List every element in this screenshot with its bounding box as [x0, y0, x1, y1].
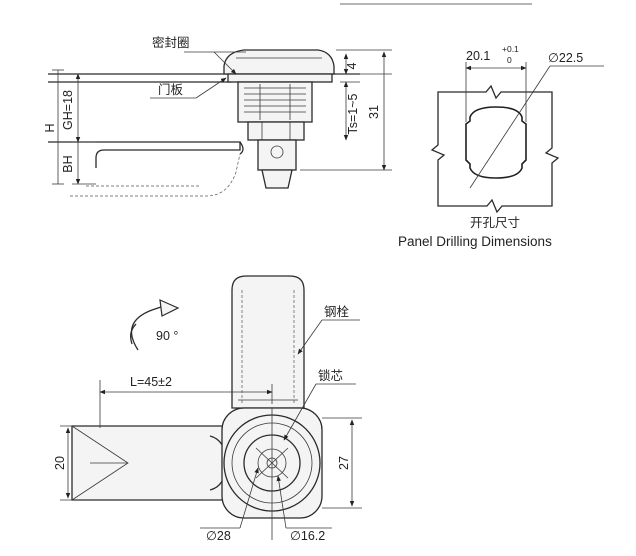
lock-head: [223, 49, 335, 75]
dim-h-label: H: [43, 123, 57, 132]
dim-d162-leader: [276, 475, 287, 529]
steel-bolt-leader: [297, 319, 323, 355]
rotation-label: 90 °: [156, 329, 178, 343]
cutout-hole: [465, 106, 527, 179]
dim-ts-label: Ts=1~5: [346, 93, 360, 134]
dim-l-label: L=45±2: [130, 375, 172, 389]
rotation-arc: [130, 305, 165, 351]
steel-bolt: [231, 275, 305, 409]
gasket-label: 密封圈: [152, 35, 190, 50]
steel-bolt-label: 钢栓: [324, 304, 350, 319]
dim-diameter-label: ∅22.5: [548, 51, 583, 65]
threaded-body: [237, 81, 313, 123]
caption-en: Panel Drilling Dimensions: [398, 234, 552, 249]
door-panel-label: 门板: [158, 82, 184, 97]
lock-core-leader: [283, 383, 317, 441]
cam-stem: [257, 139, 297, 171]
rotation-arrow-head: [159, 299, 180, 317]
dim-width-label: 20.1: [466, 49, 490, 63]
dim-27-label: 27: [337, 456, 351, 470]
door-panel-leader: [195, 77, 227, 99]
dim-gh-label: GH=18: [61, 90, 75, 130]
cam-arm: [48, 141, 241, 168]
tol-upper-label: +0.1: [502, 44, 519, 54]
nut: [247, 121, 305, 141]
gasket-leader: [213, 51, 237, 75]
dim-d28-leader: [239, 467, 259, 529]
panel-outline: [430, 84, 560, 214]
lock-pin-tip: [261, 169, 293, 189]
dim-20-label: 20: [53, 456, 67, 470]
seal-ring: [227, 73, 333, 83]
panel-cutout: 20.1 +0.1 0 ∅22.5 开孔尺寸 Panel Drilling Di…: [398, 44, 604, 249]
dim-bh-label: BH: [61, 155, 75, 172]
front-view: 90 ° 钢栓 锁芯 L=45±2: [53, 275, 362, 543]
dim-d28-label: ∅28: [206, 529, 231, 543]
side-view: H GH=18 BH 4 Ts=1~5 31 密封圈 门板: [43, 35, 392, 197]
dim-31-label: 31: [367, 105, 381, 119]
cam-arm-rotated: [70, 153, 241, 197]
cam-arm-end: [239, 141, 244, 155]
cam-screw: [270, 145, 284, 159]
thread-lines: [244, 84, 306, 120]
tol-lower-label: 0: [507, 55, 512, 65]
caption-cn: 开孔尺寸: [470, 215, 520, 230]
lock-core-label: 锁芯: [318, 368, 343, 383]
diameter-leader: [469, 65, 551, 189]
dim-4-label: 4: [345, 62, 359, 69]
dim-d162-label: ∅16.2: [290, 529, 325, 543]
